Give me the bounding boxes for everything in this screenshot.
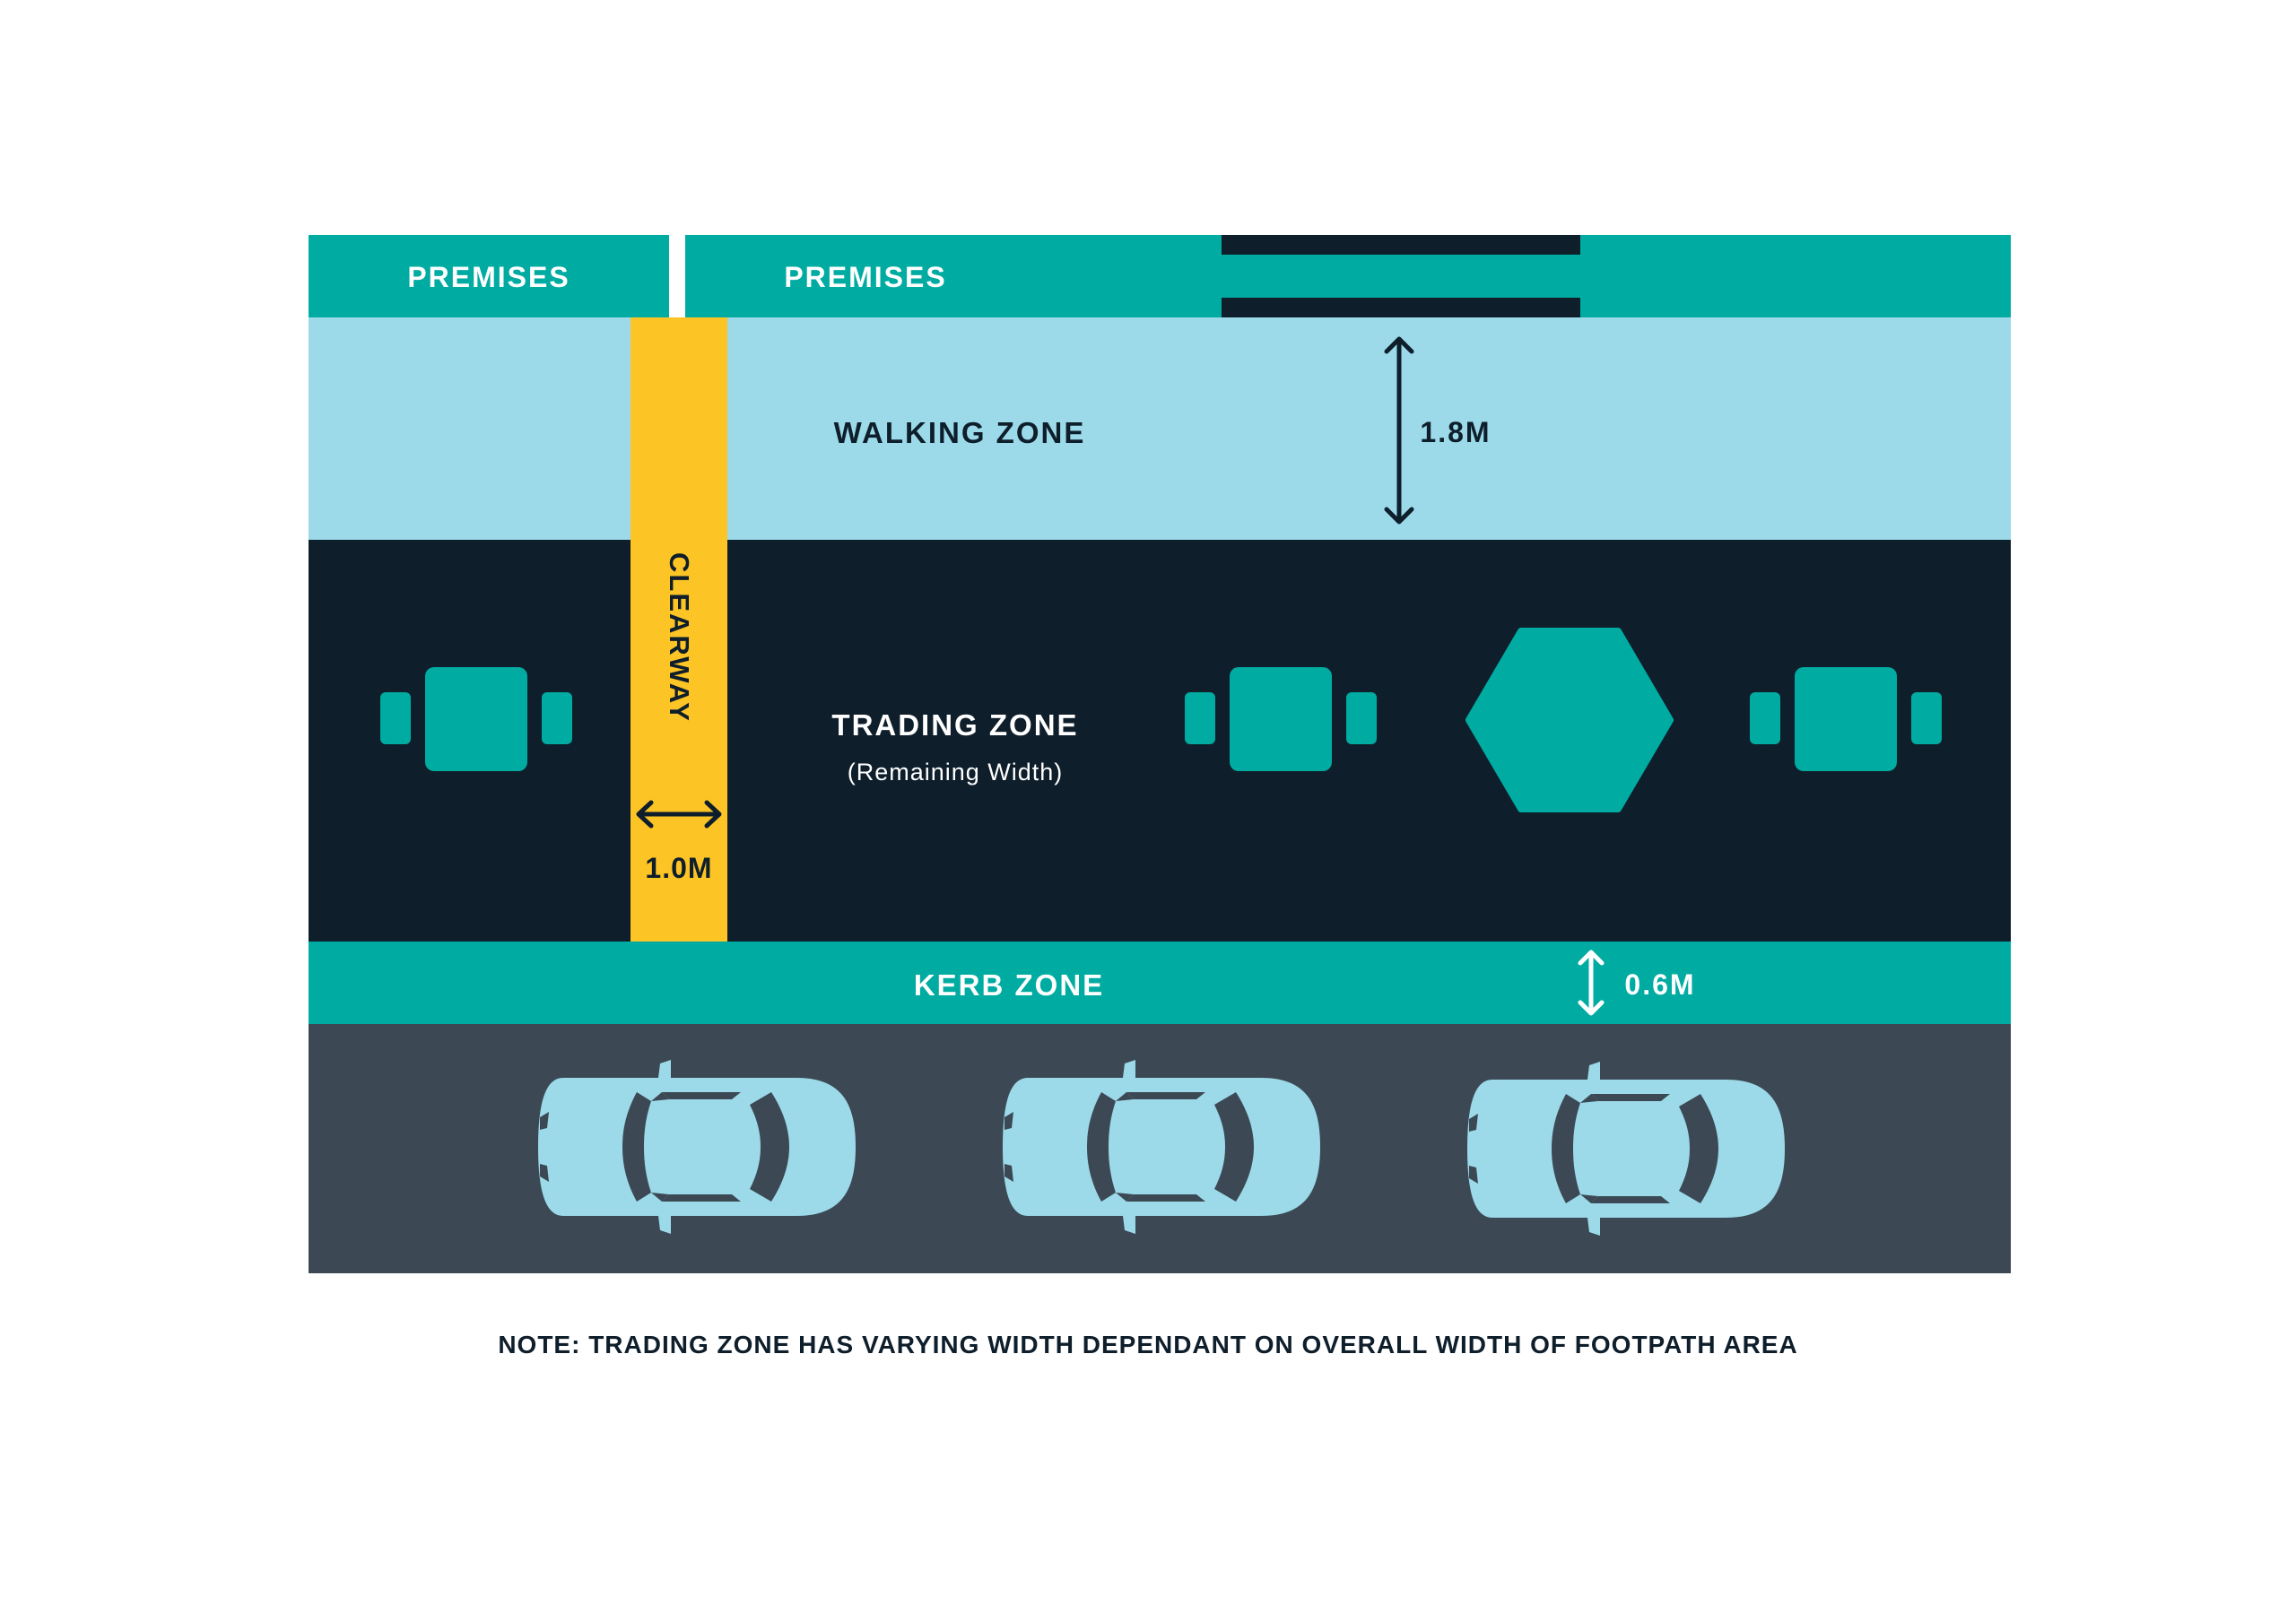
doorway-bottom-stripe: [1222, 298, 1580, 317]
trading-zone: [309, 540, 2011, 942]
kerb-zone: [309, 942, 2011, 1024]
kerb-width-label: 0.6M: [1624, 968, 1696, 1001]
clearway-strip: [631, 317, 727, 942]
trading-zone-sublabel: (Remaining Width): [847, 759, 1064, 785]
table-set-icon: [1185, 667, 1377, 771]
car-icon: [538, 1060, 856, 1234]
clearway-width-label: 1.0M: [645, 852, 713, 884]
walking-width-label: 1.8M: [1420, 416, 1492, 448]
footnote: NOTE: TRADING ZONE HAS VARYING WIDTH DEP…: [498, 1331, 1798, 1358]
premises-left-band: [309, 235, 669, 317]
walking-zone: [309, 317, 2011, 540]
clearway-label: CLEARWAY: [664, 552, 695, 723]
kerb-zone-label: KERB ZONE: [913, 968, 1105, 1002]
car-icon: [1467, 1062, 1785, 1236]
hexagon-table-icon: [1465, 628, 1674, 812]
doorway-top-stripe: [1222, 235, 1580, 255]
premises-left-label: PREMISES: [407, 261, 570, 293]
premises-right-label: PREMISES: [784, 261, 947, 293]
table-set-icon: [380, 667, 572, 771]
table-set-icon: [1750, 667, 1942, 771]
trading-zone-label: TRADING ZONE: [831, 708, 1079, 742]
kerb-width-arrow-icon: [1578, 950, 1605, 1016]
car-icon: [1003, 1060, 1320, 1234]
clearway-width-arrow-icon: [636, 800, 722, 829]
walking-zone-label: WALKING ZONE: [833, 416, 1086, 449]
walking-width-arrow-icon: [1384, 336, 1414, 525]
